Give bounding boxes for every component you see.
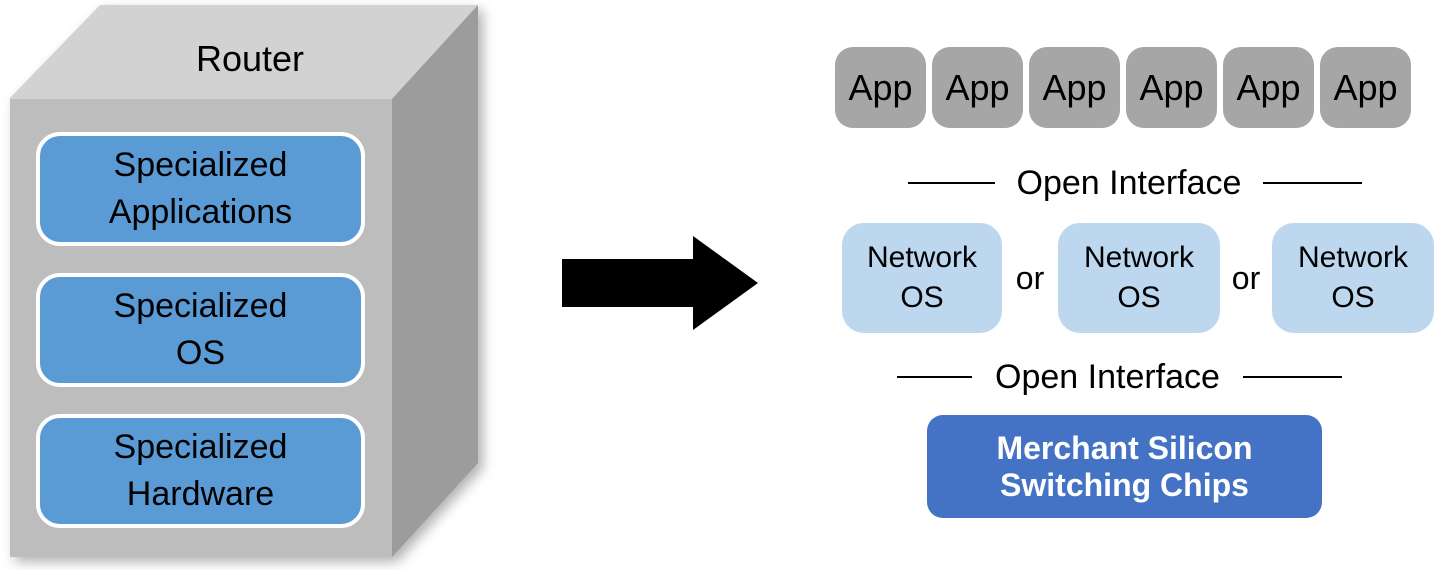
network-os-row: Network OS or Network OS or Network OS [842,223,1434,333]
router-layer-hardware: Specialized Hardware [36,414,365,528]
open-interface-bottom: Open Interface [897,357,1342,397]
network-os-box: Network OS [842,223,1002,333]
right-arrow-shape [562,236,758,330]
router-layer-os: Specialized OS [36,273,365,387]
router-layer-stack: Specialized Applications Specialized OS … [36,132,365,528]
open-interface-bottom-label: Open Interface [995,357,1220,396]
network-os-box: Network OS [1058,223,1220,333]
app-box: App [835,47,926,128]
router-box-side-face [392,5,478,557]
app-box: App [932,47,1023,128]
app-box: App [1029,47,1120,128]
app-box: App [1320,47,1411,128]
open-interface-right-rule [1243,376,1342,378]
network-os-box: Network OS [1272,223,1434,333]
router-title: Router [195,38,305,79]
app-box: App [1126,47,1217,128]
router-layer-applications: Specialized Applications [36,132,365,246]
open-interface-right-rule [1263,182,1362,184]
open-interface-top-label: Open Interface [1016,163,1242,202]
or-separator: or [1231,259,1261,296]
right-arrow-icon [562,236,758,330]
apps-row: App App App App App App [835,47,1415,128]
open-interface-left-rule [897,376,972,378]
router-box-top-face [9,5,478,99]
or-separator: or [1015,259,1045,296]
merchant-silicon-box: Merchant Silicon Switching Chips [927,415,1322,518]
app-box: App [1223,47,1314,128]
open-interface-top: Open Interface [908,163,1362,203]
open-interface-left-rule [908,182,995,184]
